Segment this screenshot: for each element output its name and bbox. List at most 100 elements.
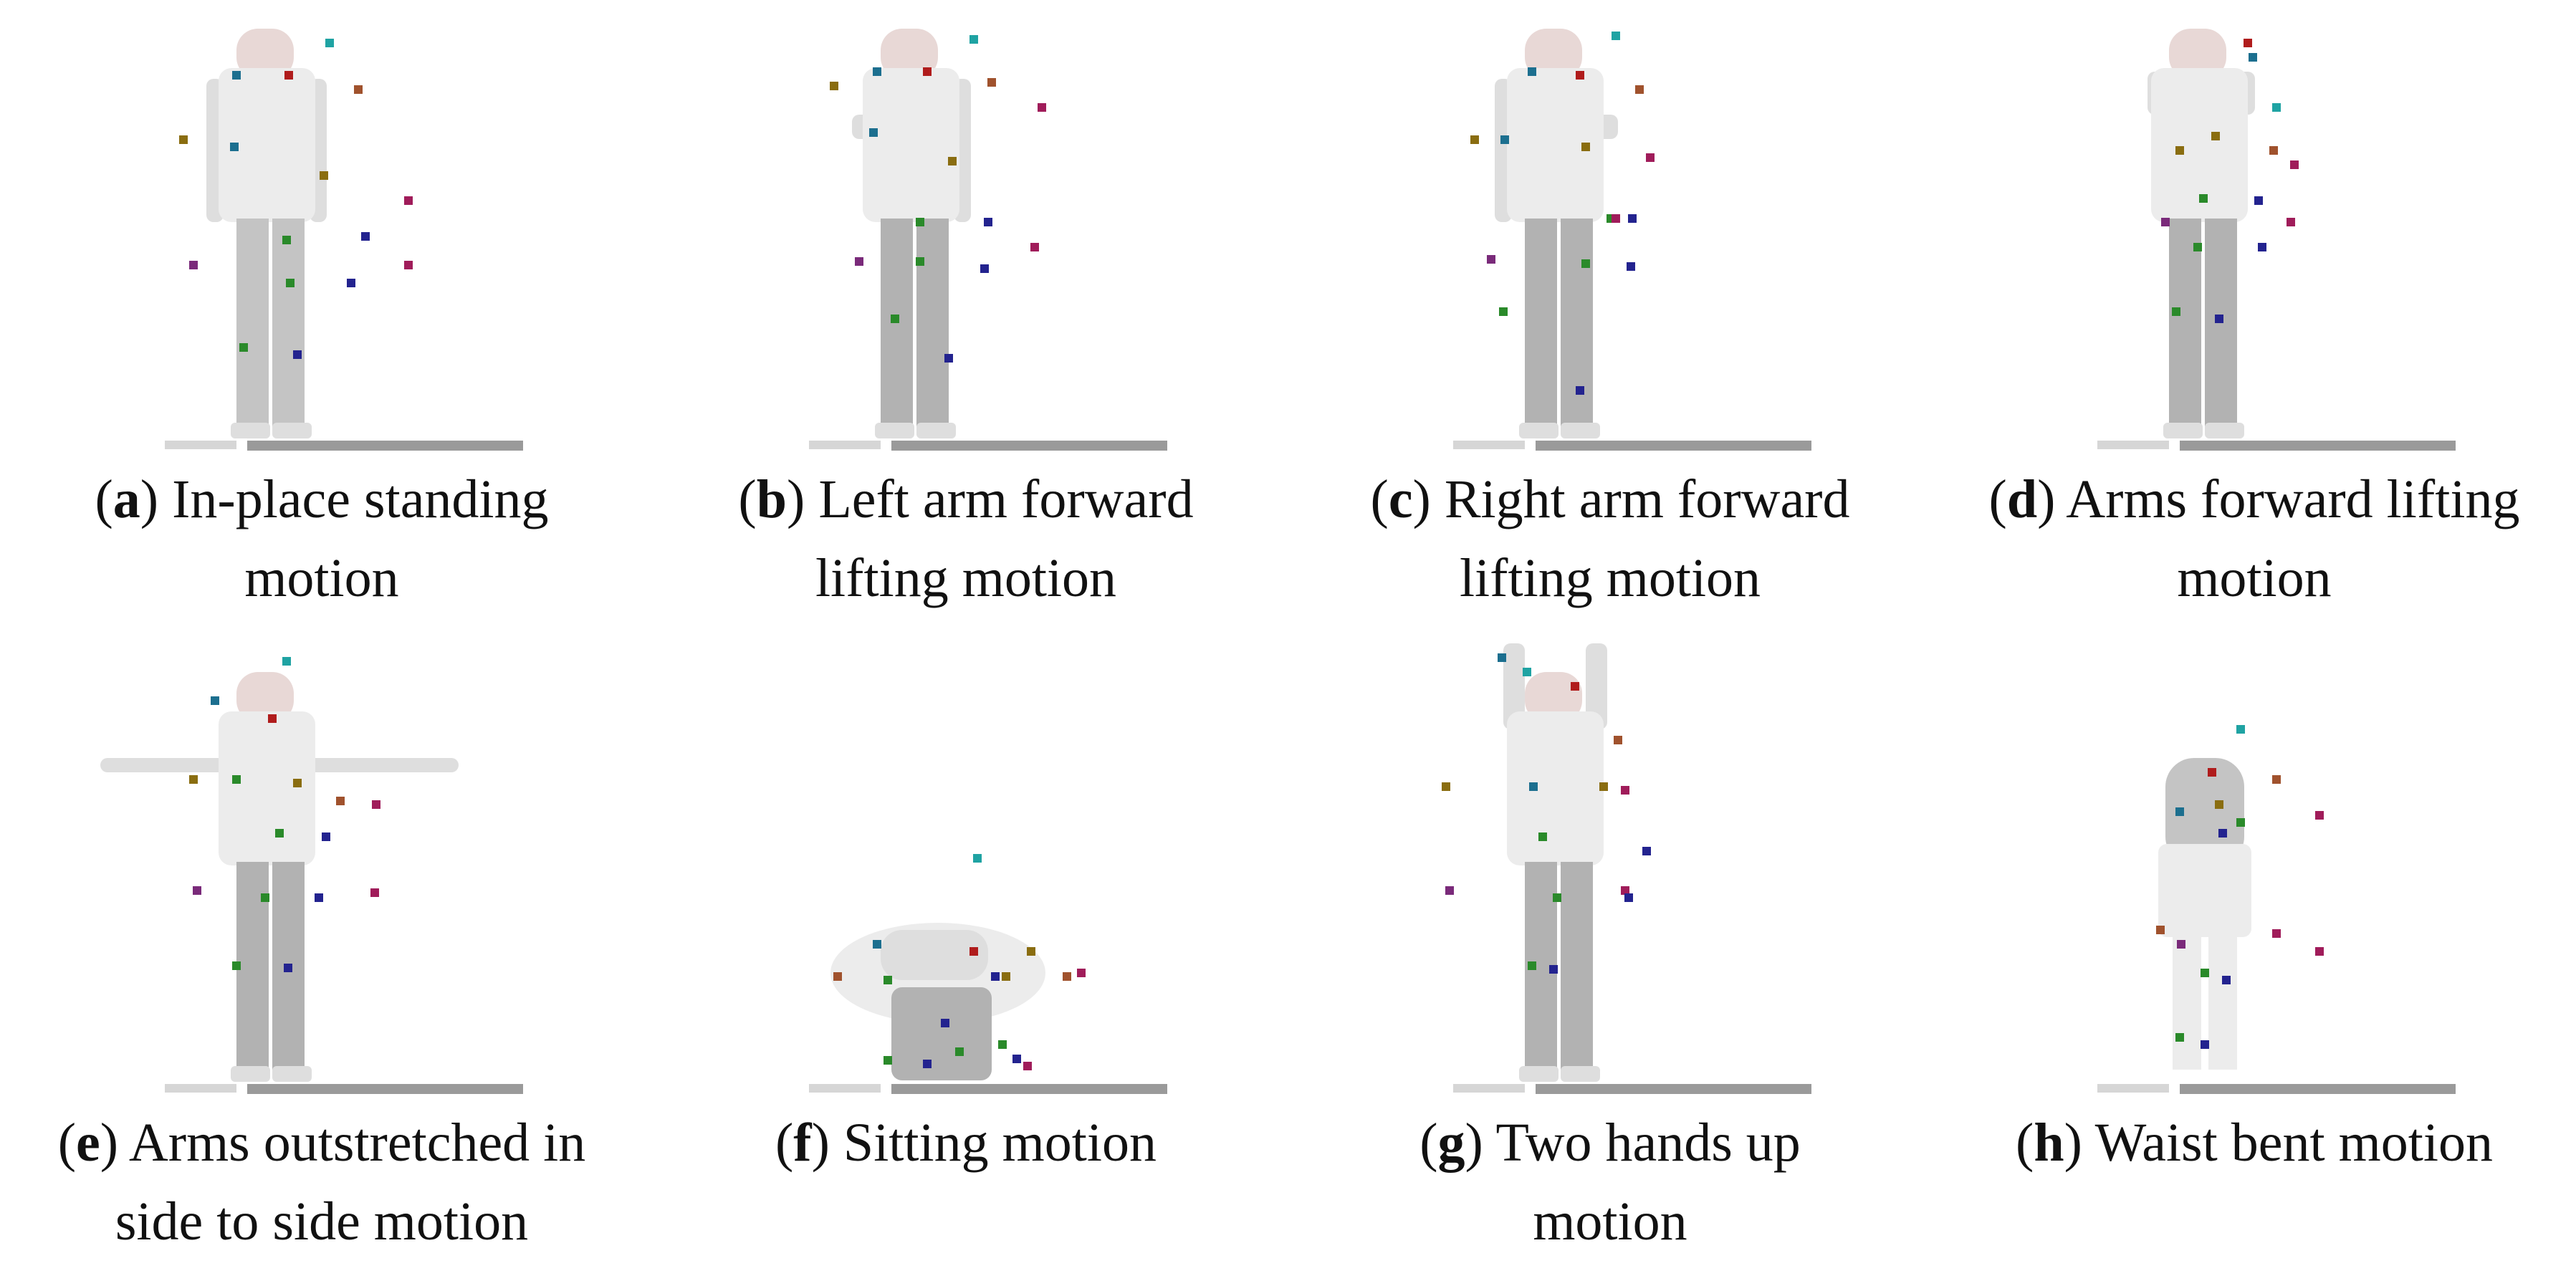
person-right-foot [272,1066,312,1082]
skeleton-joint-marker [268,714,277,723]
person-right-arm [308,758,459,772]
person-right-leg [2208,930,2237,1070]
floor-segment [1453,441,1525,449]
caption-paren-open: ( [1370,469,1389,529]
skeleton-joint-marker [869,128,878,137]
panel-caption: (g) Two hands up motion [1288,1103,1932,1261]
caption-paren-open: ( [57,1113,77,1173]
skeleton-joint-marker [2177,940,2185,949]
skeleton-joint-marker [2211,132,2220,140]
skeleton-joint-marker [2272,775,2281,784]
person-left-foot [875,423,914,438]
skeleton-joint-marker [855,257,863,266]
skeleton-joint-marker [830,82,838,90]
skeleton-joint-marker [2172,307,2180,316]
skeleton-joint-marker [293,350,302,359]
skeleton-joint-marker [1581,143,1590,151]
person-head [2169,29,2226,79]
caption-letter: c [1388,469,1413,529]
skeleton-joint-marker [1635,85,1644,94]
caption-line-1: (c) Right arm forward [1288,460,1932,539]
skeleton-joint-marker [2236,725,2245,734]
depth-image [1453,29,1811,451]
floor-plane [2180,1084,2456,1094]
person-left-foot [231,1066,270,1082]
skeleton-joint-marker [1614,736,1622,744]
person-folded-legs [891,987,992,1080]
person-bent-torso [2165,758,2244,865]
caption-text-1: Sitting motion [829,1113,1157,1173]
floor-segment [809,441,881,449]
skeleton-joint-marker [1621,786,1629,795]
skeleton-joint-marker [873,940,881,949]
figure-panel-f: (f) Sitting motion [644,643,1288,1286]
skeleton-joint-marker [1553,893,1561,902]
person-right-leg [916,219,949,426]
caption-text-1: Two hands up [1483,1113,1801,1173]
caption-line-2: motion [244,548,399,608]
skeleton-joint-marker [1576,386,1584,395]
skeleton-joint-marker [1624,893,1633,902]
skeleton-joint-marker [1500,135,1509,144]
figure-panel-c: (c) Right arm forward lifting motion [1288,0,1932,643]
person-right-foot [1561,423,1600,438]
skeleton-joint-marker [2175,807,2184,816]
floor-segment [2097,441,2169,449]
skeleton-joint-marker [1038,103,1046,112]
skeleton-joint-marker [2315,947,2324,956]
skeleton-joint-marker [2272,103,2281,112]
depth-image [1442,643,1811,1094]
skeleton-joint-marker [2315,811,2324,820]
skeleton-joint-marker [1498,653,1506,662]
person-left-leg [236,219,269,426]
skeleton-joint-marker [1538,832,1547,841]
caption-paren-close: ) [140,469,159,529]
skeleton-joint-marker [1528,961,1536,970]
skeleton-joint-marker [1030,243,1039,251]
caption-text-1: In-place standing [158,469,549,529]
person-right-foot [1561,1066,1600,1082]
caption-paren-close: ) [1465,1113,1483,1173]
person-left-foot [231,423,270,438]
person-torso [1507,68,1604,222]
skeleton-joint-marker [884,976,892,984]
person-right-foot [2205,423,2244,438]
skeleton-joint-marker [336,797,345,805]
skeleton-joint-marker [984,218,992,226]
floor-plane [891,441,1167,451]
person-torso [863,68,959,222]
skeleton-joint-marker [275,829,284,838]
skeleton-joint-marker [2175,1033,2184,1042]
depth-image [100,657,523,1094]
skeleton-joint-marker [2156,926,2165,934]
skeleton-joint-marker [1445,886,1454,895]
depth-image [165,29,523,451]
figure-panel-e: (e) Arms outstretched in side to side mo… [0,643,643,1286]
skeleton-joint-marker [948,157,957,165]
caption-paren-close: ) [2037,469,2056,529]
skeleton-joint-marker [991,972,1000,981]
person-left-leg [2169,219,2201,426]
panel-caption: (f) Sitting motion [644,1103,1288,1182]
depth-image [2097,725,2456,1094]
skeleton-joint-marker [1646,153,1655,162]
skeleton-joint-marker [998,1040,1007,1049]
person-right-foot [916,423,956,438]
skeleton-joint-marker [293,779,302,787]
skeleton-joint-marker [1576,71,1584,80]
skeleton-joint-marker [2201,969,2209,977]
person-right-leg [1561,862,1593,1070]
panel-caption: (e) Arms outstretched in side to side mo… [0,1103,643,1261]
person-right-foot [272,423,312,438]
person-torso [219,68,315,222]
skeleton-joint-marker [2254,196,2263,205]
skeleton-joint-marker [1077,969,1086,977]
skeleton-joint-marker [923,1060,932,1068]
person-left-leg [2173,930,2201,1070]
figure-panel-h: (h) Waist bent motion [1933,643,2576,1286]
skeleton-joint-marker [1523,668,1531,676]
skeleton-joint-marker [193,886,201,895]
floor-plane [1536,1084,1811,1094]
panel-caption: (b) Left arm forward lifting motion [644,460,1288,618]
skeleton-joint-marker [232,71,241,80]
